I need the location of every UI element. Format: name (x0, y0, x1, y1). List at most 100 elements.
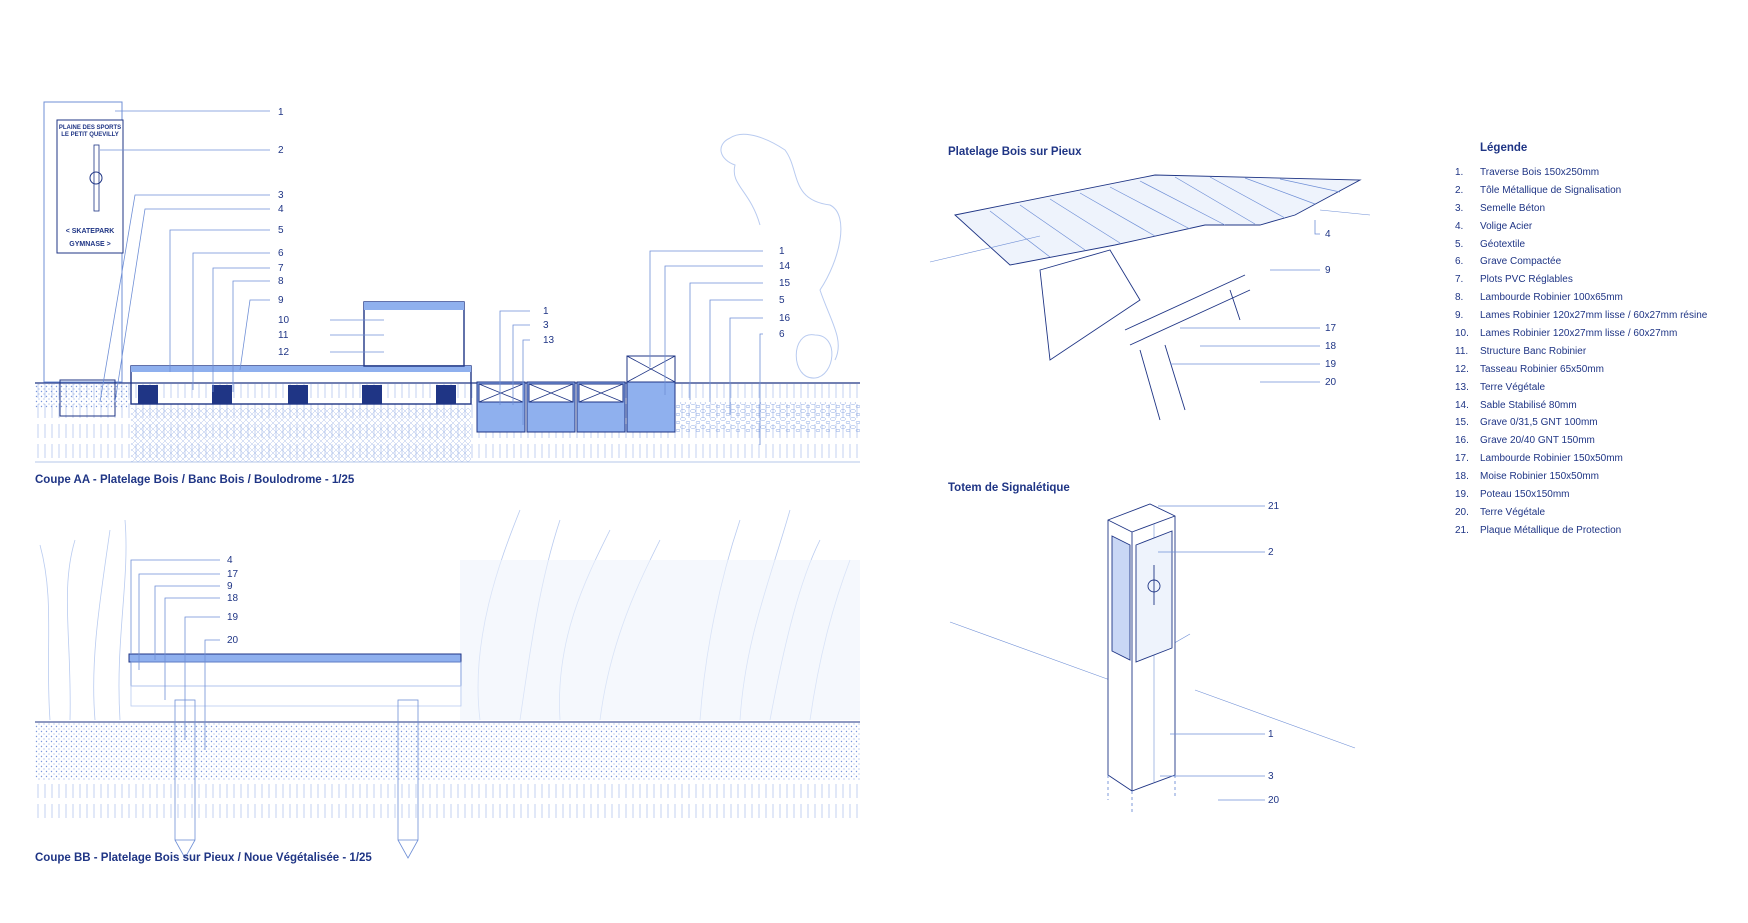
callout-aa-15: 13 (543, 335, 555, 346)
legend-item: 14.Sable Stabilisé 80mm (1455, 397, 1745, 415)
legend-item-number: 13. (1455, 381, 1469, 393)
legend-item-label: Poteau 150x150mm (1480, 489, 1570, 501)
deck-bb (128, 653, 462, 663)
legend-item: 11.Structure Banc Robinier (1455, 343, 1745, 361)
callout-tt-3: 1 (1268, 729, 1274, 740)
legend-item-label: Plaque Métallique de Protection (1480, 524, 1622, 536)
callout-aa-20: 16 (779, 313, 791, 324)
callout-aa-18: 15 (779, 278, 791, 289)
legend-item-number: 1. (1455, 167, 1464, 178)
legend-item-number: 12. (1455, 363, 1469, 375)
caption-totem: Totem de Signalétique (948, 482, 1070, 494)
legend-item: 9. Lames Robinier 120x27mm lisse / 60x27m… (1455, 307, 1745, 325)
legend-item-label: Traverse Bois 150x250mm (1480, 167, 1600, 178)
legend-item-label: Moise Robinier 150x50mm (1480, 471, 1599, 483)
callout-pl-2: 9 (1325, 265, 1331, 276)
legend-item-number: 10. (1455, 328, 1469, 340)
legend-item: 12. Tasseau Robinier 65x50mm (1455, 361, 1745, 379)
callout-bb-4: 18 (227, 593, 239, 604)
legend-item-label: Terre Végétale (1480, 381, 1546, 393)
callout-aa-8: 8 (278, 276, 284, 287)
callout-aa-1: 1 (278, 107, 284, 118)
legend-item-label: Semelle Béton (1480, 202, 1546, 214)
coupe-bb-callouts: 4 17 9 18 19 20 (227, 555, 239, 646)
callout-aa-12: 12 (278, 347, 290, 358)
legend-item-number: 9. (1455, 310, 1464, 322)
callout-aa-21: 6 (779, 329, 785, 340)
callout-bb-5: 19 (227, 612, 239, 623)
legend-item-label: Grave Compactée (1480, 256, 1562, 268)
sign-title-line2: LE PETIT QUEVILLY (61, 132, 118, 138)
callout-aa-7: 7 (278, 263, 284, 274)
legend-item: 5. Géotextile (1455, 236, 1745, 254)
legend-item-number: 20. (1455, 506, 1469, 518)
legend-item-number: 19. (1455, 489, 1469, 501)
legend-item: 7.Plots PVC Réglables (1455, 271, 1745, 289)
legend-item-number: 8. (1455, 292, 1464, 304)
legend-item-label: Grave 20/40 GNT 150mm (1480, 435, 1595, 447)
callout-aa-3: 3 (278, 190, 284, 201)
legend-item-label: Géotextile (1480, 238, 1526, 250)
callout-bb-3: 9 (227, 581, 233, 592)
legend-item: 3. Semelle Béton (1455, 200, 1745, 218)
callout-aa-17: 14 (779, 261, 791, 272)
callout-pl-4: 18 (1325, 341, 1337, 352)
callout-aa-6: 6 (278, 248, 284, 259)
legend-item-number: 6. (1455, 256, 1464, 268)
callout-bb-1: 4 (227, 555, 233, 566)
sign-skatepark: < SKATEPARK (66, 228, 115, 235)
platelage-leaders (1170, 220, 1320, 383)
legend-item-label: Lames Robinier 120x27mm lisse / 60x27mm (1480, 328, 1678, 340)
legend-item-label: Terre Végétale (1480, 506, 1546, 518)
legend-item-label: Tôle Métallique de Signalisation (1480, 184, 1622, 196)
legend-item-number: 5. (1455, 238, 1464, 250)
callout-aa-4: 4 (278, 204, 284, 215)
legend-item-number: 21. (1455, 524, 1469, 536)
callout-tt-2: 2 (1268, 547, 1274, 558)
caption-platelage: Platelage Bois sur Pieux (948, 146, 1082, 158)
callout-bb-6: 20 (227, 635, 239, 646)
legend-item: 2.Tôle Métallique de Signalisation (1455, 182, 1745, 200)
caption-coupe-bb: Coupe BB - Platelage Bois sur Pieux / No… (35, 852, 372, 864)
legend-item: 21. Plaque Métallique de Protection (1455, 522, 1745, 540)
legend-item-number: 7. (1455, 274, 1464, 286)
sign-gymnase: GYMNASE > (69, 241, 110, 248)
totem-callouts: 21 2 1 3 20 (1268, 501, 1280, 806)
legend-item: 13. Terre Végétale (1455, 379, 1745, 397)
legend-item: 6. Grave Compactée (1455, 253, 1745, 271)
callout-aa-16: 1 (779, 246, 785, 257)
callout-aa-10: 10 (278, 315, 290, 326)
legend-item: 1. Traverse Bois 150x250mm (1455, 164, 1745, 182)
callout-pl-1: 4 (1325, 229, 1331, 240)
callout-aa-11: 11 (278, 330, 289, 341)
legend-item: 15. Grave 0/31,5 GNT 100mm (1455, 414, 1745, 432)
legend-item: 10. Lames Robinier 120x27mm lisse / 60x27… (1455, 325, 1745, 343)
coupe-aa-drawing: PLAINE DES SPORTS LE PETIT QUEVILLY < SK… (35, 101, 860, 463)
legend-item-label: Tasseau Robinier 65x50mm (1480, 363, 1604, 375)
legend-item-label: Grave 0/31,5 GNT 100mm (1480, 417, 1598, 429)
legend-item-label: Lames Robinier 120x27mm lisse / 60x27mm … (1480, 310, 1708, 322)
sign-title-line1: PLAINE DES SPORTS (59, 125, 121, 131)
callout-tt-1: 21 (1268, 501, 1280, 512)
legend-item-number: 16. (1455, 435, 1469, 447)
legend-item-number: 18. (1455, 471, 1469, 483)
platelage-axono (929, 174, 1371, 421)
coupe-aa-callouts: 1 2 3 4 5 6 7 8 9 10 11 12 1 3 13 1 14 1… (278, 107, 791, 358)
callout-bb-2: 17 (227, 569, 239, 580)
coupe-aa-leaders (99, 110, 763, 445)
legend-item: 4.Volige Acier (1455, 218, 1745, 236)
totem-axono (949, 503, 1356, 812)
coupe-bb-drawing (35, 509, 860, 859)
callout-pl-3: 17 (1325, 323, 1337, 334)
coupe-bb-leaders (130, 559, 220, 750)
callout-aa-14: 3 (543, 320, 549, 331)
legend-item-number: 15. (1455, 417, 1469, 429)
legend-item-number: 14. (1455, 399, 1469, 411)
legend-item-number: 3. (1455, 202, 1464, 214)
legend-item: 17.Lambourde Robinier 150x50mm (1455, 450, 1745, 468)
callout-aa-19: 5 (779, 295, 785, 306)
callout-tt-5: 20 (1268, 795, 1280, 806)
callout-tt-4: 3 (1268, 771, 1274, 782)
